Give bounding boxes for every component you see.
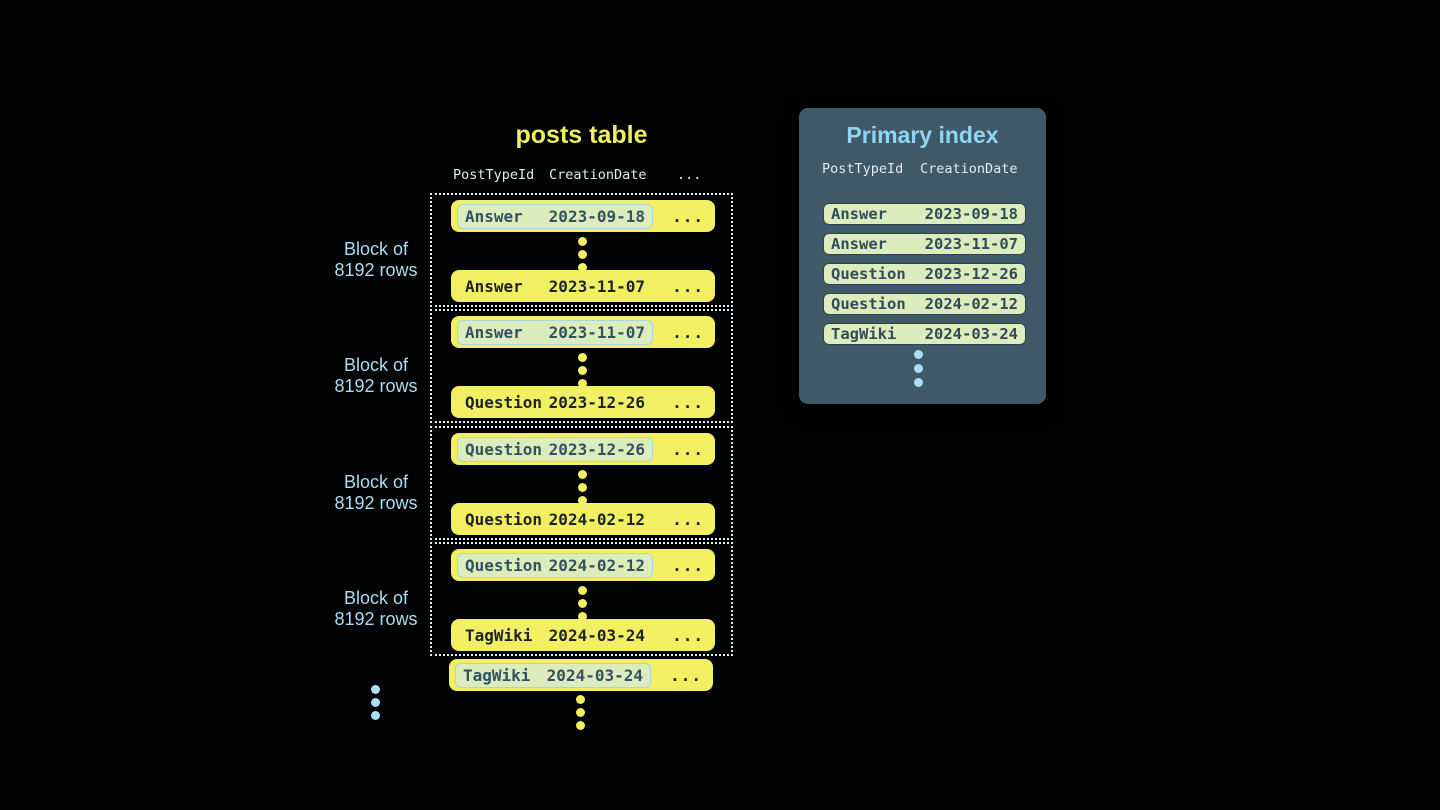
post-type-value: Answer bbox=[465, 322, 523, 342]
post-type-value: Answer bbox=[465, 276, 523, 296]
vertical-ellipsis-dots bbox=[578, 353, 587, 388]
post-type-value: Answer bbox=[465, 206, 523, 226]
posts-block-4: Question 2024-02-12 ... TagWiki 2024-03-… bbox=[430, 542, 733, 656]
post-type-value: TagWiki bbox=[463, 665, 531, 685]
vertical-ellipsis-dots bbox=[578, 586, 587, 621]
row-ellipsis: ... bbox=[672, 509, 704, 529]
creation-date-value: 2023-11-07 bbox=[548, 276, 645, 296]
row-values: Question 2024-02-12 bbox=[457, 507, 653, 532]
row-ellipsis: ... bbox=[672, 276, 704, 296]
post-type-value: TagWiki bbox=[831, 324, 897, 343]
block-label: Block of 8192 rows bbox=[291, 588, 461, 630]
table-row: TagWiki 2024-03-24 ... bbox=[449, 659, 713, 691]
post-type-value: Question bbox=[465, 392, 543, 412]
row-values: Question 2023-12-26 bbox=[457, 390, 653, 415]
post-type-value: Question bbox=[465, 509, 543, 529]
block-label-line2: 8192 rows bbox=[334, 493, 418, 513]
block-label-line1: Block of bbox=[343, 588, 409, 608]
creation-date-value: 2024-03-24 bbox=[546, 665, 643, 685]
table-row: Answer 2023-11-07 ... bbox=[451, 270, 715, 302]
row-ellipsis: ... bbox=[672, 439, 704, 459]
creation-date-value: 2023-11-07 bbox=[548, 322, 645, 342]
block-label-line2: 8192 rows bbox=[334, 609, 418, 629]
posts-column-header-creationdate: CreationDate bbox=[549, 167, 647, 183]
indexed-key-highlight: Answer 2023-09-18 bbox=[457, 203, 653, 229]
post-type-value: Answer bbox=[831, 234, 887, 253]
creation-date-value: 2023-12-26 bbox=[548, 439, 645, 459]
indexed-key-highlight: Answer 2023-11-07 bbox=[457, 319, 653, 345]
table-row: Answer 2023-11-07 ... bbox=[451, 316, 715, 348]
post-type-value: TagWiki bbox=[465, 625, 533, 645]
block-label-line1: Block of bbox=[343, 239, 409, 259]
creation-date-value: 2024-03-24 bbox=[924, 324, 1018, 343]
block-label-line1: Block of bbox=[343, 472, 409, 492]
index-column-header-posttypeid: PostTypeId bbox=[822, 161, 904, 177]
row-ellipsis: ... bbox=[672, 555, 704, 575]
indexed-key-highlight: Question 2023-12-26 bbox=[457, 436, 653, 462]
primary-index-title: Primary index bbox=[846, 122, 999, 148]
row-ellipsis: ... bbox=[672, 392, 704, 412]
table-row: Question 2023-12-26 ... bbox=[451, 386, 715, 418]
posts-column-header-ellipsis: ... bbox=[677, 167, 702, 183]
vertical-ellipsis-dots bbox=[371, 685, 380, 720]
row-values: Answer 2023-11-07 bbox=[457, 274, 653, 299]
table-row: Question 2023-12-26 ... bbox=[451, 433, 715, 465]
block-label-line2: 8192 rows bbox=[334, 376, 418, 396]
row-values: TagWiki 2024-03-24 bbox=[457, 623, 653, 648]
row-ellipsis: ... bbox=[672, 625, 704, 645]
posts-table-title: posts table bbox=[515, 121, 648, 149]
vertical-ellipsis-dots bbox=[578, 237, 587, 272]
posts-block-2: Answer 2023-11-07 ... Question 2023-12-2… bbox=[430, 309, 733, 423]
creation-date-value: 2023-12-26 bbox=[924, 264, 1018, 283]
index-column-header-creationdate: CreationDate bbox=[920, 161, 1018, 177]
table-row: TagWiki 2024-03-24 ... bbox=[451, 619, 715, 651]
creation-date-value: 2023-12-26 bbox=[548, 392, 645, 412]
post-type-value: Question bbox=[465, 555, 543, 575]
block-label-line2: 8192 rows bbox=[334, 260, 418, 280]
vertical-ellipsis-dots bbox=[914, 350, 923, 387]
block-label: Block of 8192 rows bbox=[291, 472, 461, 514]
creation-date-value: 2024-03-24 bbox=[548, 625, 645, 645]
block-label: Block of 8192 rows bbox=[291, 355, 461, 397]
creation-date-value: 2023-09-18 bbox=[924, 204, 1018, 223]
block-label-line1: Block of bbox=[343, 355, 409, 375]
creation-date-value: 2024-02-12 bbox=[924, 294, 1018, 313]
creation-date-value: 2023-11-07 bbox=[924, 234, 1018, 253]
posts-column-header-posttypeid: PostTypeId bbox=[453, 167, 535, 183]
post-type-value: Question bbox=[465, 439, 543, 459]
post-type-value: Question bbox=[831, 294, 906, 313]
post-type-value: Question bbox=[831, 264, 906, 283]
index-entry: TagWiki 2024-03-24 bbox=[823, 323, 1026, 345]
vertical-ellipsis-dots bbox=[578, 470, 587, 505]
table-row: Question 2024-02-12 ... bbox=[451, 549, 715, 581]
indexed-key-highlight: Question 2024-02-12 bbox=[457, 552, 653, 578]
index-entry: Question 2023-12-26 bbox=[823, 263, 1026, 285]
vertical-ellipsis-dots bbox=[576, 695, 585, 730]
row-ellipsis: ... bbox=[672, 322, 704, 342]
index-entry: Answer 2023-11-07 bbox=[823, 233, 1026, 255]
index-entry: Answer 2023-09-18 bbox=[823, 203, 1026, 225]
indexed-key-highlight: TagWiki 2024-03-24 bbox=[455, 662, 651, 688]
block-label: Block of 8192 rows bbox=[291, 239, 461, 281]
table-row: Question 2024-02-12 ... bbox=[451, 503, 715, 535]
row-ellipsis: ... bbox=[670, 665, 702, 685]
posts-block-1: Answer 2023-09-18 ... Answer 2023-11-07 … bbox=[430, 193, 733, 307]
index-entry: Question 2024-02-12 bbox=[823, 293, 1026, 315]
posts-block-3: Question 2023-12-26 ... Question 2024-02… bbox=[430, 426, 733, 540]
primary-index-panel: Primary index PostTypeId CreationDate An… bbox=[799, 108, 1046, 404]
creation-date-value: 2024-02-12 bbox=[548, 509, 645, 529]
table-row: Answer 2023-09-18 ... bbox=[451, 200, 715, 232]
row-ellipsis: ... bbox=[672, 206, 704, 226]
creation-date-value: 2024-02-12 bbox=[548, 555, 645, 575]
post-type-value: Answer bbox=[831, 204, 887, 223]
creation-date-value: 2023-09-18 bbox=[548, 206, 645, 226]
